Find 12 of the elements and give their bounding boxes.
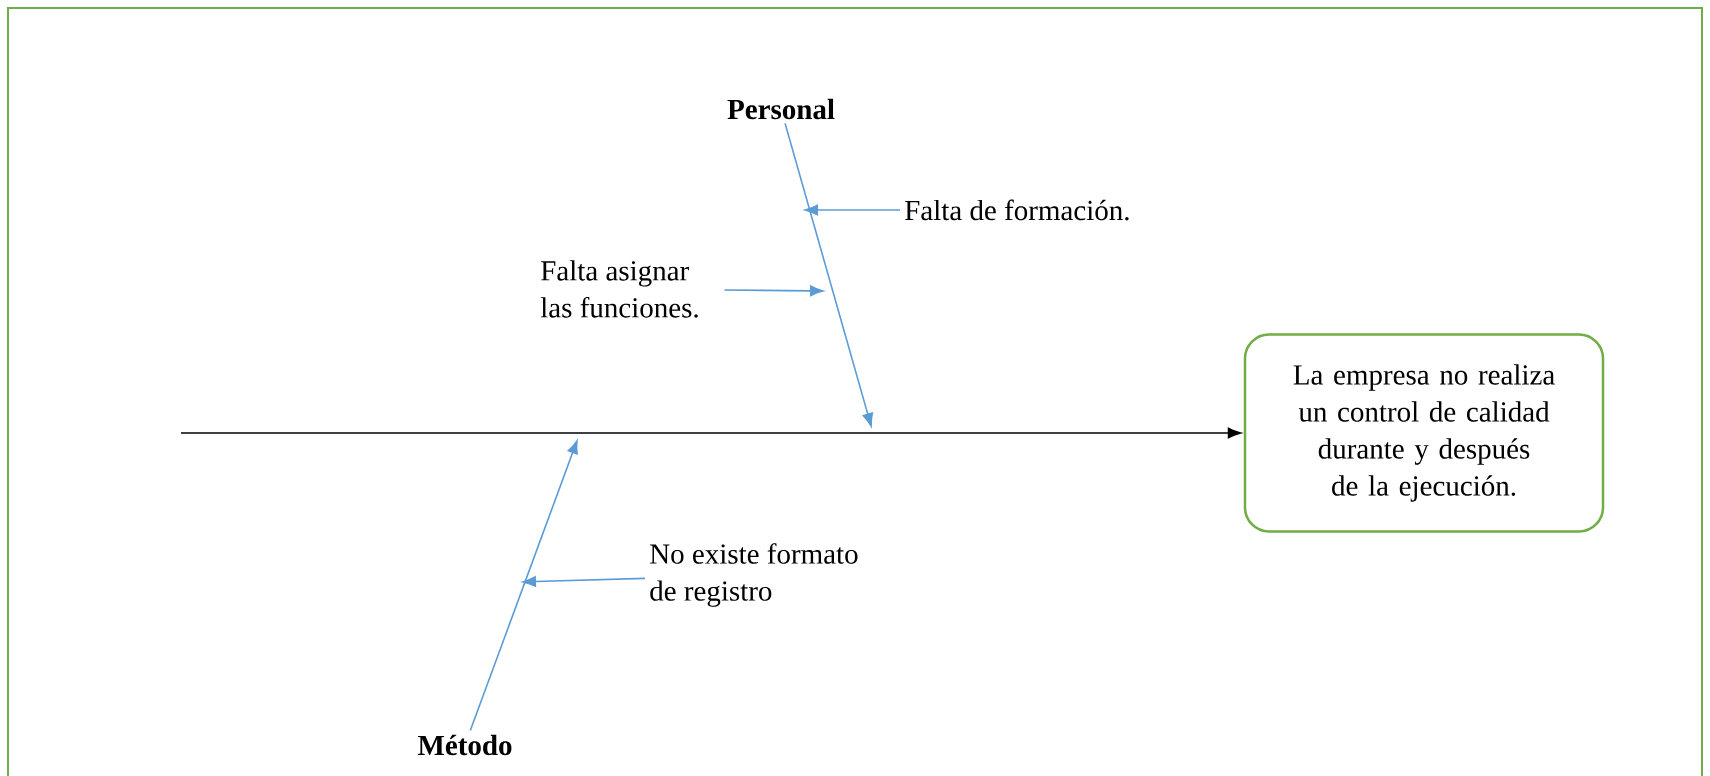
cause-label: Falta de formación. <box>905 199 1129 221</box>
cause-label: Falta asignar las funciones. <box>540 260 698 318</box>
arrow <box>469 440 578 732</box>
arrow <box>723 285 824 297</box>
category-label: Método <box>418 734 512 756</box>
arrow <box>804 204 901 216</box>
arrow <box>180 427 1242 439</box>
cause-label: No existe formato de registro <box>650 543 858 607</box>
arrow <box>522 576 646 587</box>
effect-box: La empresa no realiza un control de calidad durante y después de la ejecución. <box>1243 333 1605 533</box>
arrow <box>784 122 874 427</box>
category-label: Personal <box>727 98 835 120</box>
